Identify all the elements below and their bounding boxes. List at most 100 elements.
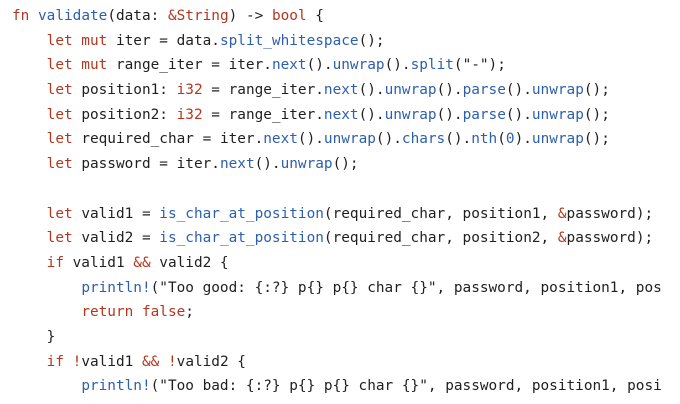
code-token-plain: iter = data. (107, 32, 220, 49)
code-token-kw: let mut (46, 57, 108, 74)
code-token-plain: (); (583, 131, 610, 148)
code-token-plain: (). (297, 131, 324, 148)
code-token-plain (12, 33, 47, 49)
code-token-plain (12, 304, 81, 320)
code-line: return false; (12, 300, 662, 325)
code-token-plain (159, 354, 168, 370)
code-token-kw: let (46, 230, 73, 247)
code-line: if valid1 && valid2 { (12, 251, 662, 276)
code-token-plain: valid2 = (72, 230, 160, 247)
code-token-kw: ! (72, 353, 82, 370)
code-token-plain: (required_char, position2, (323, 230, 558, 247)
code-token-fn: unwrap (323, 131, 376, 148)
code-token-plain (12, 131, 47, 147)
code-token-plain: (). (505, 82, 532, 99)
code-token-kw: return (81, 304, 134, 321)
code-line: let position1: i32 = range_iter.next().u… (12, 78, 662, 103)
code-token-plain: (); (583, 82, 610, 99)
code-token-plain: = range_iter. (202, 106, 324, 123)
code-token-plain (12, 354, 47, 370)
code-line: println!("Too bad: {:?} p{} p{} char {}"… (12, 374, 661, 399)
code-token-plain: (). (375, 131, 402, 148)
code-token-kw: let mut (46, 32, 108, 49)
code-line: let valid1 = is_char_at_position(require… (12, 202, 662, 227)
code-line (12, 177, 662, 202)
code-token-kw: let (46, 131, 73, 148)
code-token-plain: ("Too good: {:?} p{} p{} char {}", passw… (150, 279, 662, 296)
code-line: let password = iter.next().unwrap(); (12, 152, 662, 177)
code-line: let valid2 = is_char_at_position(require… (12, 226, 662, 251)
code-token-plain: (). (436, 106, 463, 123)
code-token-plain: range_iter = iter. (107, 57, 272, 74)
code-token-kw: let (46, 82, 73, 99)
code-token-fn: validate (38, 8, 108, 24)
code-token-fn: next (263, 131, 298, 148)
code-token-plain (12, 107, 47, 123)
code-token-fn: is_char_at_position (159, 230, 324, 247)
code-token-plain (12, 378, 81, 394)
code-token-plain: (). (358, 82, 385, 99)
code-token-plain: } (12, 328, 56, 345)
code-token-plain: (). (306, 57, 333, 74)
code-token-fn: unwrap (280, 156, 333, 173)
code-token-plain: (). (358, 106, 385, 123)
code-token-fn: split (410, 57, 454, 74)
code-token-plain: (). (505, 106, 532, 123)
code-token-fn: chars (401, 131, 446, 148)
code-line: fn validate(data: &String) -> bool { (12, 4, 662, 29)
code-token-plain: ("-"); (453, 57, 506, 74)
code-token-plain: password); (566, 230, 654, 247)
code-token-plain (133, 304, 142, 320)
code-line: let position2: i32 = range_iter.next().u… (12, 103, 662, 128)
code-token-macro: println! (81, 378, 151, 395)
code-token-plain: password = iter. (72, 156, 220, 173)
code-line: } (12, 325, 662, 350)
code-token-plain: valid1 (81, 353, 142, 370)
code-token-plain: valid1 (63, 254, 134, 271)
code-token-plain: (data: (107, 8, 168, 24)
code-token-plain: (). (445, 131, 472, 148)
code-line: let required_char = iter.next().unwrap()… (12, 127, 662, 152)
code-token-plain: position2: (72, 106, 177, 123)
code-token-plain (12, 206, 47, 222)
code-token-plain: ; (185, 304, 194, 321)
code-token-plain: required_char = iter. (72, 131, 264, 148)
code-token-fn: unwrap (384, 82, 437, 99)
code-token-plain (12, 255, 47, 271)
code-token-plain: (required_char, position1, (323, 205, 558, 222)
code-token-macro: println! (81, 279, 151, 296)
code-token-plain (12, 280, 81, 296)
code-token-plain: valid2 { (176, 353, 246, 370)
code-token-fn: unwrap (531, 82, 584, 99)
code-line: let mut iter = data.split_whitespace(); (12, 29, 662, 54)
code-block[interactable]: fn validate(data: &String) -> bool { let… (12, 4, 662, 399)
code-token-plain: (); (332, 156, 359, 173)
code-token-plain: valid2 { (150, 254, 229, 271)
code-token-kw: & (167, 8, 177, 24)
code-token-fn: next (271, 57, 307, 74)
code-token-fn: unwrap (531, 131, 584, 148)
code-token-type: String (176, 8, 229, 24)
code-token-plain: ( (497, 131, 506, 148)
code-line: let mut range_iter = iter.next().unwrap (… (12, 53, 662, 78)
code-token-plain: (); (583, 106, 610, 123)
code-token-kw: && (133, 254, 151, 271)
code-line: if !valid1 && !valid2 { (12, 350, 662, 375)
code-token-fn: unwrap (384, 106, 437, 123)
code-token-kw: & (557, 205, 567, 222)
code-token-plain (12, 156, 47, 172)
code-token-type: i32 (176, 106, 203, 123)
code-token-kw: let (46, 106, 73, 123)
code-token-kw: false (141, 304, 186, 321)
code-token-plain: (). (254, 156, 281, 173)
code-token-fn: unwrap (332, 57, 385, 74)
code-token-kw: & (557, 230, 567, 247)
code-token-fn: unwrap (531, 106, 584, 123)
code-token-plain: password); (566, 205, 654, 222)
code-token-plain: ). (514, 131, 532, 148)
code-token-kw: let (46, 156, 73, 173)
code-token-plain: valid1 = (72, 205, 160, 222)
code-token-type: i32 (176, 82, 203, 99)
code-token-fn: nth (471, 131, 498, 148)
